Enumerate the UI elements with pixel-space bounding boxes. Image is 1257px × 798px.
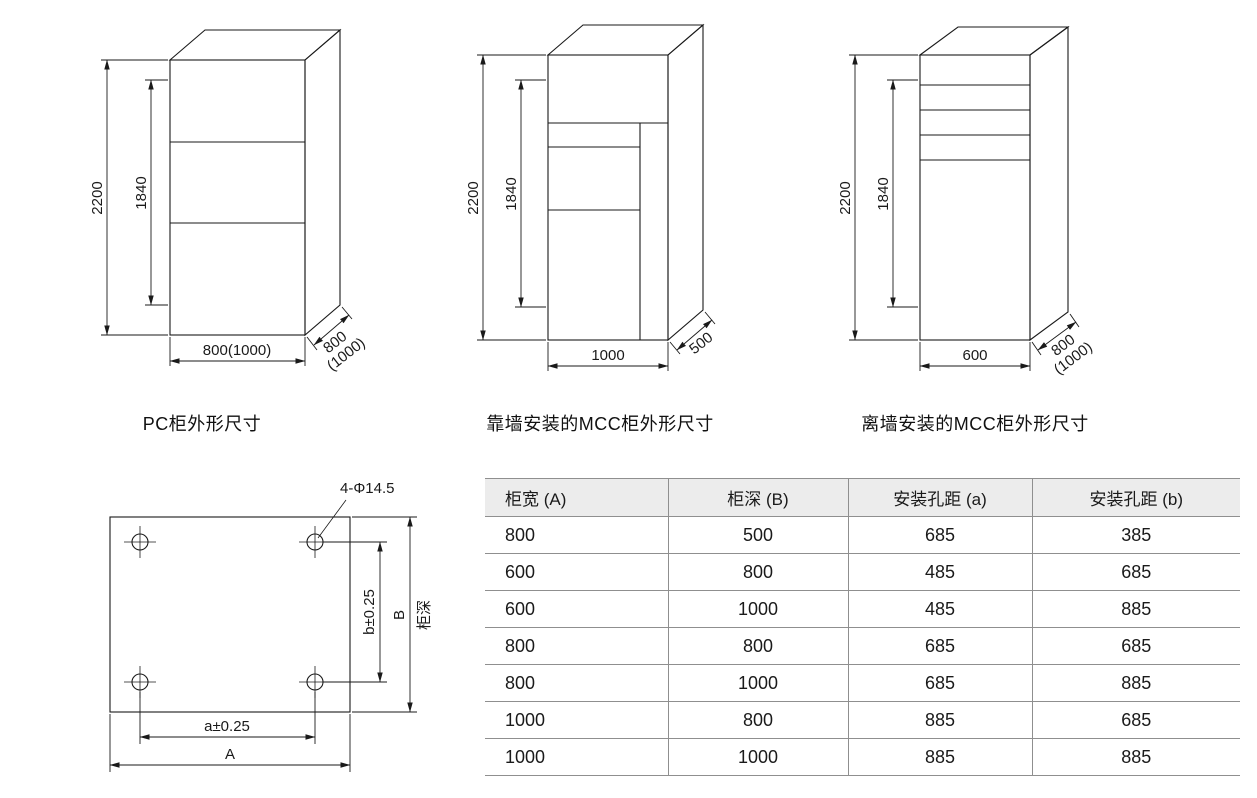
table-cell: 800 bbox=[667, 701, 848, 739]
table-cell: 685 bbox=[1031, 553, 1240, 591]
dim-height-label: 2200 bbox=[837, 181, 854, 214]
cabinet-outline bbox=[546, 23, 705, 342]
table-row: 800 500 685 385 bbox=[485, 516, 1240, 554]
table-cell: 485 bbox=[847, 590, 1032, 628]
table-cell: 800 bbox=[667, 627, 848, 665]
table-cell: 1000 bbox=[485, 701, 668, 739]
dim-a-label: a±0.25 bbox=[204, 718, 250, 735]
table-cell: 800 bbox=[667, 553, 848, 591]
table-header-cell: 安装孔距 (a) bbox=[847, 478, 1032, 517]
dimension-lines bbox=[477, 54, 716, 371]
cabinet-depth-label: 柜深 bbox=[416, 600, 433, 630]
table-cell: 800 bbox=[485, 627, 668, 665]
figure-caption-mcc-wall: 靠墙安装的MCC柜外形尺寸 bbox=[486, 414, 714, 434]
base-plate-outline bbox=[109, 516, 351, 713]
figure-caption-pc: PC柜外形尺寸 bbox=[142, 414, 262, 434]
dim-inner-height-label: 1840 bbox=[133, 176, 150, 209]
table-cell: 1000 bbox=[667, 664, 848, 702]
table-cell: 600 bbox=[485, 590, 668, 628]
table-cell: 685 bbox=[847, 627, 1032, 665]
dimension-lines bbox=[109, 516, 417, 772]
hole-callout-label: 4-Φ14.5 bbox=[340, 480, 395, 497]
table-cell: 885 bbox=[1031, 664, 1240, 702]
table-cell: 885 bbox=[1031, 590, 1240, 628]
cabinet-outline bbox=[168, 28, 342, 337]
dim-height-label: 2200 bbox=[465, 181, 482, 214]
table-row: 600 800 485 685 bbox=[485, 553, 1240, 591]
hole-centerlines bbox=[124, 499, 347, 698]
dim-inner-height-label: 1840 bbox=[875, 177, 892, 210]
table-header-row: 柜宽 (A) 柜深 (B) 安装孔距 (a) 安装孔距 (b) bbox=[485, 478, 1240, 517]
dim-height-label: 2200 bbox=[89, 181, 106, 214]
dim-A-label: A bbox=[225, 746, 235, 763]
table-cell: 685 bbox=[1031, 627, 1240, 665]
table-cell: 385 bbox=[1031, 516, 1240, 554]
table-cell: 800 bbox=[485, 516, 668, 554]
table-cell: 685 bbox=[847, 664, 1032, 702]
dim-B-label: B bbox=[391, 610, 408, 620]
dim-depth-label: 500 bbox=[686, 329, 716, 358]
table-cell: 685 bbox=[847, 516, 1032, 554]
table-cell: 600 bbox=[485, 553, 668, 591]
mcc-freestanding-cabinet-drawing: 2200 1840 600 800 (1000) bbox=[837, 25, 1096, 378]
table-cell: 800 bbox=[485, 664, 668, 702]
table-cell: 500 bbox=[667, 516, 848, 554]
table-header-cell: 柜深 (B) bbox=[667, 478, 848, 517]
table-row: 1000 800 885 685 bbox=[485, 701, 1240, 739]
table-cell: 1000 bbox=[667, 590, 848, 628]
mcc-wall-cabinet-drawing: 2200 1840 1000 500 bbox=[465, 23, 716, 371]
pc-cabinet-drawing: 2200 1840 800(1000) 800 (1000) bbox=[89, 28, 369, 374]
dimension-table: 柜宽 (A) 柜深 (B) 安装孔距 (a) 安装孔距 (b) 800 500 … bbox=[485, 478, 1240, 776]
table-row: 600 1000 485 885 bbox=[485, 590, 1240, 628]
dim-inner-height-label: 1840 bbox=[503, 177, 520, 210]
cabinet-outline bbox=[918, 25, 1070, 342]
dim-width-label: 800(1000) bbox=[203, 342, 271, 359]
table-cell: 685 bbox=[1031, 701, 1240, 739]
dimension-lines bbox=[849, 54, 1080, 371]
table-cell: 485 bbox=[847, 553, 1032, 591]
figure-caption-mcc-freestanding: 离墙安装的MCC柜外形尺寸 bbox=[861, 414, 1089, 434]
table-cell: 885 bbox=[847, 738, 1032, 776]
table-row: 800 1000 685 885 bbox=[485, 664, 1240, 702]
table-cell: 1000 bbox=[485, 738, 668, 776]
table-header-cell: 安装孔距 (b) bbox=[1031, 478, 1240, 517]
dim-b-label: b±0.25 bbox=[361, 589, 378, 635]
dim-width-label: 600 bbox=[962, 347, 987, 364]
table-cell: 885 bbox=[1031, 738, 1240, 776]
table-row: 800 800 685 685 bbox=[485, 627, 1240, 665]
table-header-cell: 柜宽 (A) bbox=[485, 478, 668, 517]
table-row: 1000 1000 885 885 bbox=[485, 738, 1240, 776]
table-cell: 885 bbox=[847, 701, 1032, 739]
dimension-lines bbox=[101, 59, 353, 366]
dim-width-label: 1000 bbox=[591, 347, 624, 364]
mounting-plan-drawing: 4-Φ14.5 b±0.25 B 柜深 a±0.25 A bbox=[109, 480, 433, 772]
table-cell: 1000 bbox=[667, 738, 848, 776]
dimension-table-container: 柜宽 (A) 柜深 (B) 安装孔距 (a) 安装孔距 (b) 800 500 … bbox=[485, 478, 1240, 776]
